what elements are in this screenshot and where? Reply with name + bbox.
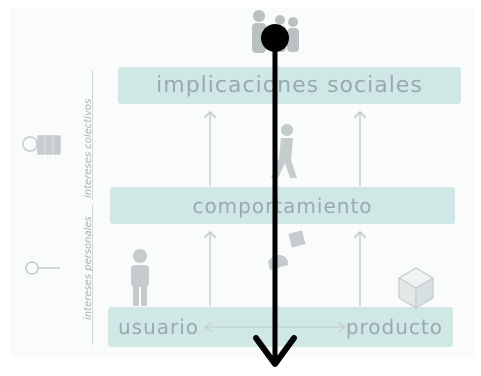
person-icon <box>131 249 149 306</box>
box-usuario-label: usuario <box>118 315 200 339</box>
upper-bracket <box>92 70 93 200</box>
box-middle-label: comportamiento <box>192 193 373 218</box>
box-top-label: implicaciones sociales <box>156 73 423 98</box>
overlay-arrow <box>253 24 297 367</box>
box-implicaciones-sociales: implicaciones sociales <box>118 67 461 104</box>
background-panel <box>10 8 474 358</box>
box-comportamiento: comportamiento <box>110 187 455 224</box>
box-producto-label: producto <box>345 315 443 339</box>
box-usuario-producto: usuario producto <box>108 307 453 347</box>
personal-target-icon <box>25 261 60 275</box>
product-cube-icon <box>397 267 435 310</box>
lower-bracket <box>92 205 93 345</box>
faint-arrows <box>203 112 360 333</box>
collective-target-icon <box>22 135 61 155</box>
